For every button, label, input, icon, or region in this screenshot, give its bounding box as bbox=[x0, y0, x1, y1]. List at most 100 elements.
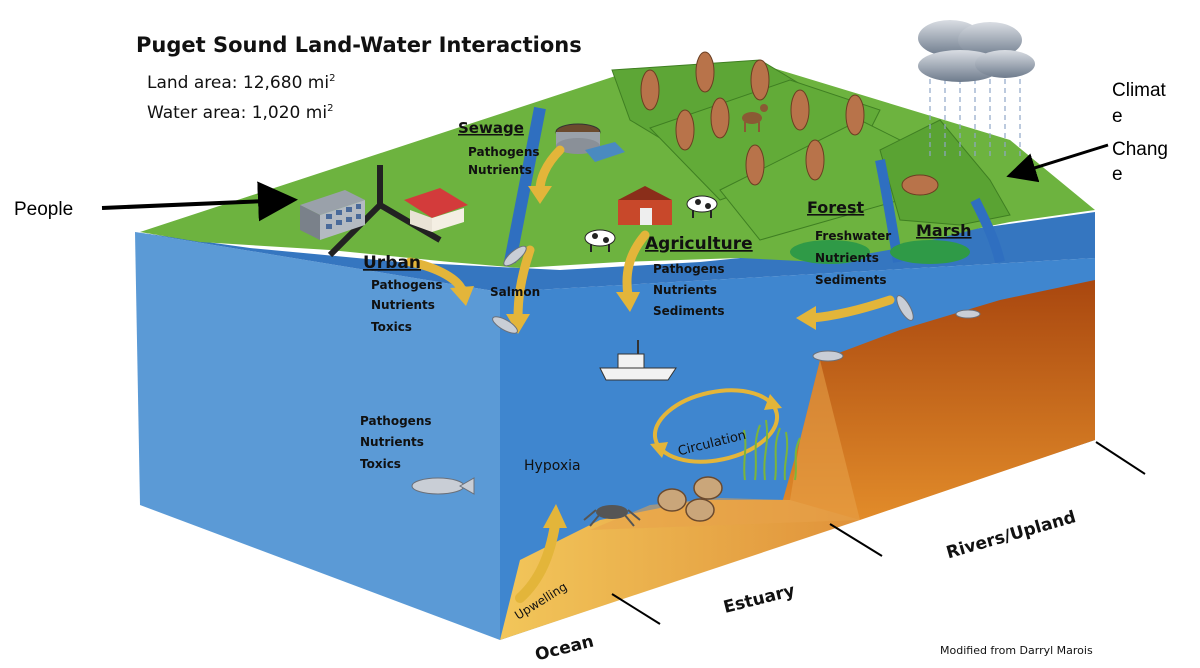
forest-label: Forest Freshwater Nutrients Sediments bbox=[807, 198, 891, 287]
svg-text:Nutrients: Nutrients bbox=[468, 163, 532, 177]
tree-icon bbox=[790, 89, 810, 131]
climate-arrow bbox=[1006, 143, 1109, 183]
ocean-pollutants-label: Pathogens Nutrients Toxics bbox=[360, 414, 432, 471]
svg-text:Climat: Climat bbox=[1112, 80, 1167, 101]
forest-flow-head bbox=[796, 306, 816, 330]
rivers-zone-label: Rivers/Upland bbox=[944, 507, 1078, 563]
svg-text:e: e bbox=[1112, 164, 1123, 185]
oyster-icon bbox=[685, 498, 715, 522]
river-3 bbox=[970, 197, 1005, 264]
estuary-zone-label: Estuary bbox=[721, 581, 797, 618]
agriculture-flow-arrow bbox=[622, 230, 650, 300]
svg-text:Chang: Chang bbox=[1112, 139, 1168, 160]
svg-text:Pathogens: Pathogens bbox=[360, 414, 432, 428]
land-area-text: Land area: 12,680 mi2 bbox=[147, 73, 335, 93]
hypoxia-label: Hypoxia bbox=[524, 458, 581, 474]
svg-text:Urban: Urban bbox=[363, 253, 421, 273]
river-1 bbox=[504, 106, 546, 264]
urban-flow-head bbox=[450, 286, 474, 306]
svg-text:Toxics: Toxics bbox=[360, 457, 401, 471]
tree-icon bbox=[640, 69, 660, 111]
fish-icon bbox=[955, 309, 981, 319]
estuary-rivers-divider bbox=[829, 523, 883, 557]
svg-text:Toxics: Toxics bbox=[371, 320, 412, 334]
diagram-title: Puget Sound Land-Water Interactions bbox=[136, 33, 582, 57]
boat-icon bbox=[599, 340, 677, 381]
salmon-flow-head bbox=[506, 314, 530, 334]
cross-section bbox=[135, 212, 1095, 640]
fish-icon bbox=[812, 350, 844, 362]
svg-text:Pathogens: Pathogens bbox=[653, 262, 725, 276]
cow-icon bbox=[584, 229, 616, 252]
marsh-label: Marsh bbox=[916, 221, 972, 240]
people-label: People bbox=[14, 199, 73, 220]
oyster-icons bbox=[657, 476, 723, 522]
rivers-edge-divider bbox=[1095, 441, 1146, 475]
tree-icon bbox=[901, 174, 939, 196]
salmon-label: Salmon bbox=[490, 285, 540, 299]
agriculture-flow-head bbox=[616, 292, 640, 312]
tree-icon bbox=[805, 139, 825, 181]
ocean-side-face bbox=[135, 232, 500, 640]
svg-text:Pathogens: Pathogens bbox=[468, 145, 540, 159]
fish-icon bbox=[503, 245, 527, 267]
sewage-flow-head bbox=[528, 186, 552, 204]
barn-icon bbox=[618, 186, 672, 225]
ocean-estuary-divider bbox=[611, 593, 661, 625]
forest-flow-arrow bbox=[807, 295, 895, 323]
fish-icon bbox=[492, 316, 518, 334]
cow-icon bbox=[686, 195, 718, 218]
upwelling-arrow bbox=[515, 520, 560, 603]
circulation-loop bbox=[650, 388, 782, 464]
forest-patch bbox=[790, 240, 870, 264]
seabed-sand-2 bbox=[590, 360, 860, 530]
upwelling-arrow-head bbox=[543, 504, 567, 528]
rain-cloud-icon bbox=[918, 20, 1035, 160]
tree-icon bbox=[745, 144, 765, 186]
urban-label: Urban Pathogens Nutrients Toxics bbox=[363, 253, 443, 334]
urban-buildings bbox=[300, 188, 468, 240]
crab-icon bbox=[583, 505, 641, 527]
water-area-text: Water area: 1,020 mi2 bbox=[147, 103, 333, 123]
sewage-label: Sewage Pathogens Nutrients bbox=[458, 119, 540, 177]
trees bbox=[640, 51, 939, 196]
house-icon bbox=[404, 188, 468, 232]
seagrass-icon bbox=[743, 419, 801, 481]
flow-arrows bbox=[405, 145, 895, 603]
zone-dividers bbox=[611, 441, 1146, 625]
climate-change-label: Climat e Chang e bbox=[1112, 80, 1168, 185]
tree-icon bbox=[845, 94, 865, 136]
salmon-flow-arrow bbox=[513, 245, 535, 323]
office-building-icon bbox=[300, 190, 365, 240]
tree-icon bbox=[750, 59, 770, 101]
seabed-sand bbox=[500, 500, 860, 640]
marsh-patch bbox=[890, 240, 970, 264]
svg-text:Sediments: Sediments bbox=[815, 273, 887, 287]
agriculture-label: Agriculture Pathogens Nutrients Sediment… bbox=[645, 234, 753, 318]
soil-wedge bbox=[780, 280, 1095, 520]
ocean-zone-label: Ocean bbox=[533, 632, 596, 666]
svg-text:Agriculture: Agriculture bbox=[645, 234, 753, 254]
svg-text:Forest: Forest bbox=[807, 198, 865, 217]
svg-text:Pathogens: Pathogens bbox=[371, 278, 443, 292]
svg-text:Nutrients: Nutrients bbox=[815, 251, 879, 265]
svg-text:Sediments: Sediments bbox=[653, 304, 725, 318]
oyster-icon bbox=[693, 476, 723, 500]
deer-icon bbox=[742, 104, 768, 132]
fish-icons bbox=[411, 245, 981, 495]
svg-text:Nutrients: Nutrients bbox=[360, 435, 424, 449]
svg-text:Nutrients: Nutrients bbox=[653, 283, 717, 297]
svg-text:Nutrients: Nutrients bbox=[371, 298, 435, 312]
fish-icon bbox=[411, 477, 475, 495]
tree-icon bbox=[675, 109, 695, 151]
credit-text: Modified from Darryl Marois bbox=[940, 644, 1093, 657]
tree-icon bbox=[710, 97, 730, 139]
svg-text:e: e bbox=[1112, 106, 1123, 127]
oyster-icon bbox=[657, 488, 687, 512]
sewage-plant-icon bbox=[555, 123, 625, 162]
svg-text:Sewage: Sewage bbox=[458, 119, 524, 137]
tree-icon bbox=[695, 51, 715, 93]
svg-text:Freshwater: Freshwater bbox=[815, 229, 891, 243]
people-arrow bbox=[101, 181, 298, 222]
